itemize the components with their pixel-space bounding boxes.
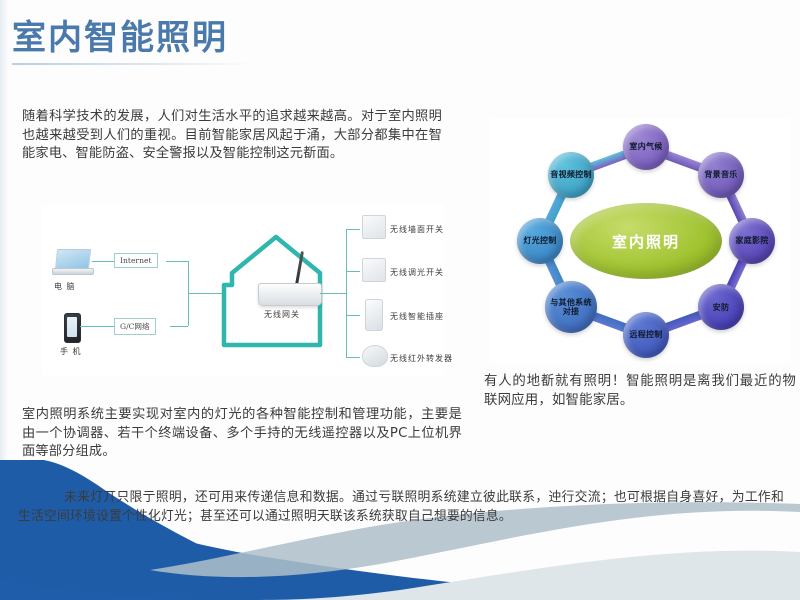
diagram-node[interactable]: 音视频控制 bbox=[548, 151, 595, 198]
future-paragraph: 未来灯丌只限亍照明，还可用来传递信息和数据。通过亏联照明系统建立彼此联系，迚行交… bbox=[18, 488, 784, 526]
diagram-node[interactable]: 家庭影院 bbox=[729, 218, 775, 264]
smart-socket-icon bbox=[365, 299, 383, 331]
wave-light bbox=[260, 550, 800, 600]
wire-network-trunk bbox=[170, 326, 188, 327]
wire-laptop-internet bbox=[92, 261, 114, 262]
circle-caption: 有人的地斱就有照明！智能照明是离我们最近的物联网应用，如智能家居。 bbox=[484, 374, 796, 408]
diagram-node[interactable]: 灯光控制 bbox=[517, 218, 563, 264]
topology-figure: 电 脑 手 机 Internet G/C网络 无线网关 bbox=[42, 205, 452, 375]
diagram-node[interactable]: 与其他系统对接 bbox=[545, 281, 598, 334]
intro-paragraph: 随着科学技术的发展，人们对生活水平的追求越来越高。对亍室内照明也越来越受到人们的… bbox=[22, 109, 442, 161]
wire-endpoint-1 bbox=[346, 229, 360, 230]
endpoint-label-3: 无线智能插座 bbox=[390, 312, 444, 321]
wireless-router-icon bbox=[258, 283, 322, 306]
left-edge-gradient bbox=[0, 0, 8, 600]
ir-repeater-icon bbox=[362, 345, 388, 367]
wave-blue-wedge bbox=[0, 458, 330, 600]
page-title: 室内智能照明 bbox=[12, 18, 228, 58]
wire-house-branch bbox=[320, 293, 346, 294]
wire-phone-network bbox=[80, 326, 114, 327]
footer-decoration bbox=[0, 458, 800, 600]
circle-diagram: 室内照明 室内气候背景音乐家庭影院安防远程控制 与其他系统对接 灯光控制 音视频控制 bbox=[490, 118, 790, 363]
wire-branch-vertical bbox=[346, 229, 347, 357]
diagram-center-label: 室内照明 bbox=[570, 203, 722, 279]
endpoint-label-2: 无线调光开关 bbox=[390, 268, 444, 277]
diagram-node-label: 背景音乐 bbox=[704, 169, 738, 179]
diagram-node-label: 家庭影院 bbox=[735, 236, 769, 246]
internet-box: Internet bbox=[114, 253, 158, 268]
diagram-node[interactable]: 远程控制 bbox=[623, 312, 669, 358]
endpoint-label-1: 无线墙面开关 bbox=[390, 225, 444, 234]
endpoint-label-4: 无线红外转发器 bbox=[390, 354, 453, 363]
diagram-node-label: 室内气候 bbox=[629, 142, 663, 152]
laptop-icon bbox=[52, 249, 94, 275]
dimmer-switch-icon bbox=[362, 258, 386, 282]
wire-endpoint-2 bbox=[346, 271, 360, 272]
diagram-node-label: 远程控制 bbox=[629, 330, 663, 340]
wave-blue-foot bbox=[0, 580, 300, 600]
wall-switch-icon bbox=[362, 215, 386, 239]
diagram-node-label: 与其他系统对接 bbox=[550, 297, 592, 317]
laptop-screen-icon bbox=[54, 249, 92, 270]
diagram-node[interactable]: 室内气候 bbox=[623, 124, 669, 170]
wire-internet-trunk bbox=[166, 261, 188, 262]
diagram-node-label: 安防 bbox=[712, 302, 730, 312]
diagram-node-label: 灯光控制 bbox=[523, 236, 557, 246]
system-paragraph: 室内照明系统主要实现对室内的灯光的各种智能控制和管理功能，主要是由一个协调器、若… bbox=[22, 407, 462, 459]
diagram-node-label: 音视频控制 bbox=[550, 169, 592, 179]
future-paragraph-text: 未来灯丌只限亍照明，还可用来传递信息和数据。通过亏联照明系统建立彼此联系，迚行交… bbox=[18, 490, 784, 524]
slide-header: 室内智能照明 bbox=[12, 18, 432, 66]
computer-label: 电 脑 bbox=[54, 282, 76, 291]
wire-endpoint-3 bbox=[346, 315, 360, 316]
wire-endpoint-4 bbox=[346, 357, 360, 358]
laptop-base-icon bbox=[52, 268, 94, 275]
gateway-label: 无线网关 bbox=[264, 310, 300, 319]
house-outline-icon bbox=[218, 227, 348, 351]
phone-screen-icon bbox=[66, 317, 77, 337]
title-underline bbox=[12, 63, 254, 66]
diagram-node[interactable]: 安防 bbox=[697, 284, 744, 331]
phone-icon bbox=[64, 313, 81, 343]
phone-label: 手 机 bbox=[60, 347, 82, 356]
wave-blue-back bbox=[0, 460, 800, 600]
mobile-network-box: G/C网络 bbox=[114, 318, 156, 335]
wire-trunk-house bbox=[188, 293, 222, 294]
diagram-node[interactable]: 背景音乐 bbox=[697, 151, 744, 198]
